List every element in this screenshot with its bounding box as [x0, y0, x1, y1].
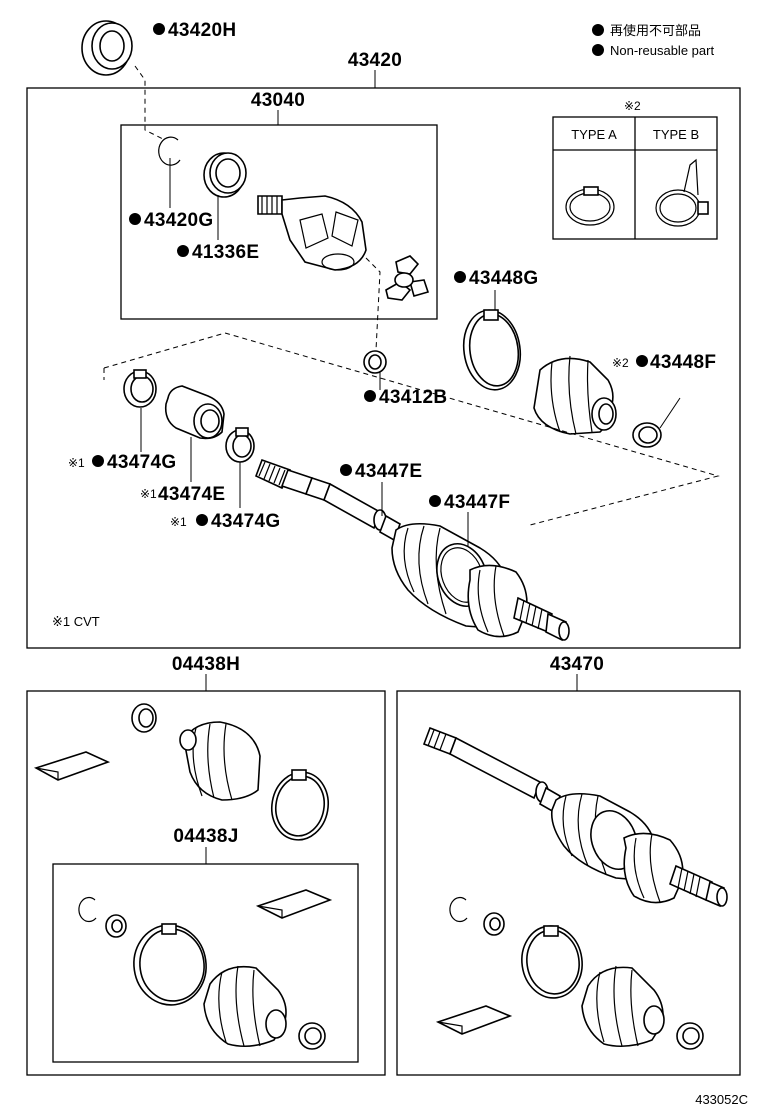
type-b-header: TYPE B: [653, 127, 699, 142]
part-43474G-clamp-b: [225, 427, 255, 463]
kit-43470-snap-ring: [449, 896, 468, 923]
type-b-clamp-icon: [655, 158, 709, 227]
kit-43470-clamp: [676, 1022, 704, 1050]
non-reusable-dot-icon: [429, 495, 441, 507]
non-reusable-dot-icon: [177, 245, 189, 257]
callout-43474G-a-ref: ※1: [68, 456, 85, 470]
legend-japanese: 再使用不可部品: [610, 23, 701, 38]
part-43474E-damper: [164, 385, 225, 440]
figure-id: 433052C: [695, 1092, 748, 1107]
callout-43420G: 43420G: [144, 210, 213, 231]
callout-43448F: 43448F: [650, 352, 716, 373]
kit-04438J-clamp: [298, 1022, 326, 1050]
kit-04438J-band: [133, 923, 207, 1006]
assembly-43040-frame: [120, 124, 438, 320]
non-reusable-dot-icon: [592, 24, 604, 36]
part-43420H-seal: [81, 20, 133, 76]
part-43448G-band: [462, 309, 522, 391]
callout-41336E: 41336E: [192, 242, 259, 263]
callout-04438J: 04438J: [173, 826, 238, 847]
kit-04438J-snap-ring: [78, 896, 97, 923]
callout-43447F: 43447F: [444, 492, 510, 513]
cvt-note: ※1 CVT: [52, 614, 100, 629]
non-reusable-dot-icon: [92, 455, 104, 467]
kit-43470-band: [521, 925, 583, 999]
non-reusable-dot-icon: [340, 464, 352, 476]
part-joint-housing: [257, 195, 367, 271]
assembly-43420-frame: [26, 87, 741, 649]
part-inboard-boot: [533, 355, 617, 435]
kit-04438J-boot: [203, 965, 287, 1048]
callout-43448G: 43448G: [469, 268, 538, 289]
part-43412B-snap-ring: [363, 350, 387, 374]
callout-43040: 43040: [251, 90, 305, 111]
non-reusable-dot-icon: [454, 271, 466, 283]
callout-43420: 43420: [348, 50, 402, 71]
kit-04438H-grease-pack: [33, 751, 111, 781]
kit-04438H-clamp-small: [131, 703, 157, 733]
callout-43448F-ref: ※2: [612, 356, 629, 370]
part-43474G-clamp-a: [123, 369, 157, 408]
non-reusable-dot-icon: [592, 44, 604, 56]
type-table-ref: ※2: [624, 99, 641, 113]
assembly-43470-shaft: [422, 726, 728, 908]
kit-04438H-boot: [179, 721, 261, 801]
clamp-type-table: ※2 TYPE A TYPE B: [552, 99, 718, 240]
kit-04438H-band: [271, 769, 329, 841]
kit-43470-boot: [581, 965, 665, 1048]
part-43420G-snap-ring: [158, 136, 181, 166]
callout-43474G-b-ref: ※1: [170, 515, 187, 529]
callout-43474G-a: 43474G: [107, 452, 176, 473]
callout-43412B: 43412B: [379, 387, 447, 408]
part-drive-shaft: [254, 458, 570, 642]
non-reusable-dot-icon: [153, 23, 165, 35]
callout-43474E-ref: ※1: [140, 487, 157, 501]
type-a-clamp-icon: [565, 186, 615, 226]
callout-04438H: 04438H: [172, 654, 240, 675]
kit-43470-grease-pack: [435, 1005, 513, 1035]
callout-43474G-b: 43474G: [211, 511, 280, 532]
non-reusable-dot-icon: [364, 390, 376, 402]
part-41336E-ring: [203, 152, 247, 198]
type-a-header: TYPE A: [571, 127, 617, 142]
non-reusable-dot-icon: [129, 213, 141, 225]
assembly-43470-frame: [396, 690, 741, 1076]
non-reusable-dot-icon: [196, 514, 208, 526]
kit-43470-small-ring: [483, 912, 505, 936]
callout-43474E: 43474E: [158, 484, 225, 505]
callout-43420H: 43420H: [168, 20, 236, 41]
legend-english: Non-reusable part: [610, 43, 714, 58]
legend: 再使用不可部品 Non-reusable part: [592, 23, 714, 58]
kit-04438J-grease-pack: [255, 889, 333, 919]
kit-04438J-small-ring: [105, 914, 127, 938]
part-43448F-clamp: [632, 422, 662, 448]
callout-43447E: 43447E: [355, 461, 422, 482]
callout-43470: 43470: [550, 654, 604, 675]
non-reusable-dot-icon: [636, 355, 648, 367]
part-tripod: [385, 255, 430, 301]
